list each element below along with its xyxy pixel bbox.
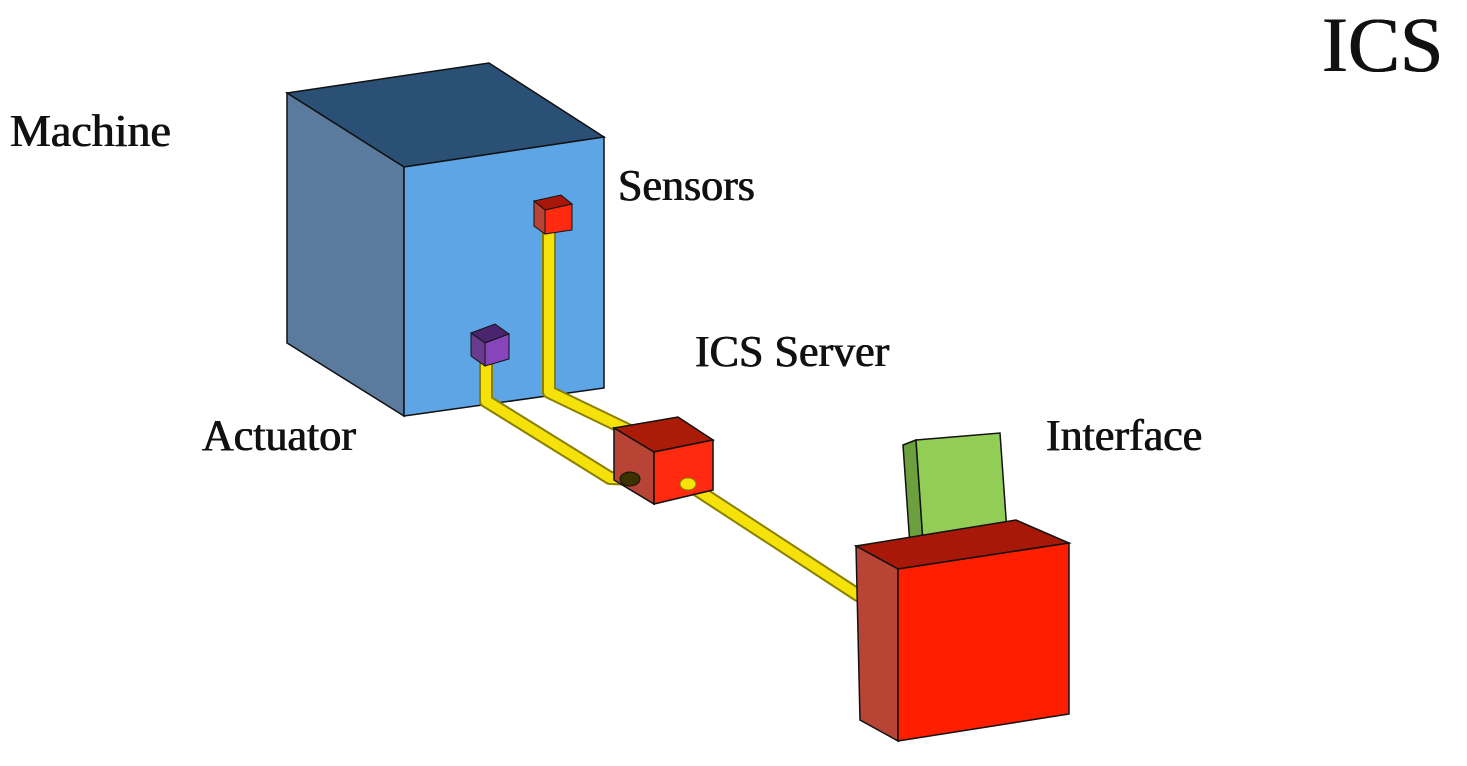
sensor-cable: [544, 227, 637, 437]
interface-block-icon: [853, 519, 1072, 743]
server-cube-icon: [611, 416, 715, 506]
sensor-cube-icon: [532, 194, 574, 235]
interface-front-face: [897, 542, 1070, 742]
sensor-front-face: [544, 203, 573, 235]
diagram-title: ICS: [1322, 1, 1444, 88]
interface-label: Interface: [1046, 411, 1203, 460]
machine-cube-icon: [284, 62, 607, 418]
server-cable-port: [619, 471, 641, 487]
actuator-front-face: [484, 333, 510, 367]
server-interface-cable: [683, 479, 863, 600]
machine-label: Machine: [10, 105, 171, 156]
server-front-face: [653, 439, 714, 505]
sensors-label: Sensors: [618, 161, 755, 210]
actuator-label: Actuator: [202, 411, 356, 460]
interface-side-face: [855, 544, 899, 743]
cables: [479, 225, 865, 602]
server-cable-port-out: [679, 477, 697, 491]
ics-server-label: ICS Server: [695, 327, 890, 376]
actuator-cube-icon: [469, 323, 511, 367]
machine-front-face: [403, 136, 605, 417]
